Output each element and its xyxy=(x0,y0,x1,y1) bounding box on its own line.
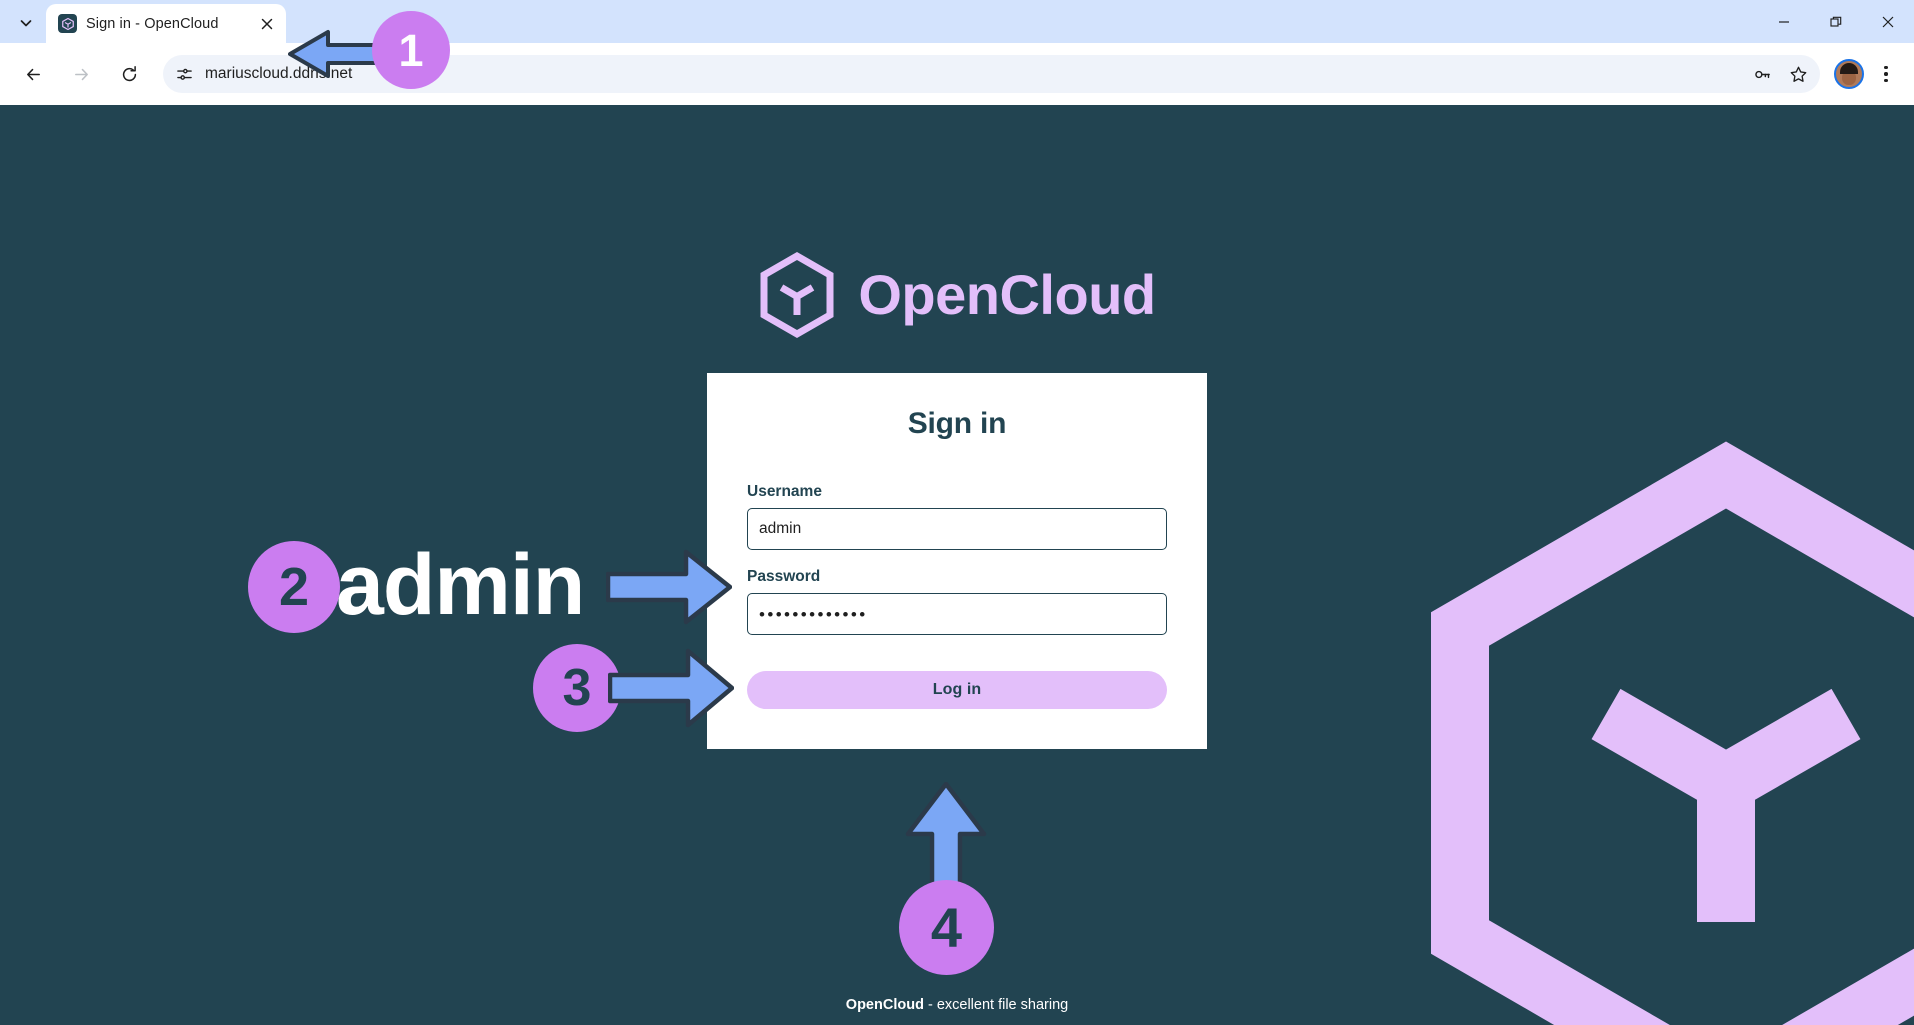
back-arrow-icon xyxy=(26,68,40,80)
url-text[interactable]: mariuscloud.ddns.net xyxy=(205,65,353,82)
tab-search-button[interactable] xyxy=(8,7,44,39)
menu-dot xyxy=(1884,72,1888,76)
window-minimize-button[interactable] xyxy=(1758,0,1810,43)
star-outline-icon xyxy=(1790,66,1806,82)
password-label: Password xyxy=(747,568,821,585)
key-icon xyxy=(1754,70,1770,78)
browser-menu-button[interactable] xyxy=(1868,56,1904,92)
password-input[interactable]: ••••••••••••• xyxy=(747,593,1167,635)
password-manager-button[interactable] xyxy=(1746,58,1778,90)
address-bar[interactable]: mariuscloud.ddns.net xyxy=(163,55,1820,93)
forward-arrow-icon xyxy=(74,68,88,80)
opencloud-hexagon-icon xyxy=(58,14,77,33)
back-button[interactable] xyxy=(15,56,51,92)
restore-icon xyxy=(1830,16,1842,27)
sign-in-card: Sign in Username Password ••••••••••••• … xyxy=(707,373,1207,749)
site-settings-tune-icon[interactable] xyxy=(169,59,199,89)
window-close-button[interactable] xyxy=(1862,0,1914,43)
three-dot-menu-icon xyxy=(1884,65,1888,70)
toolbar-right-actions xyxy=(1822,56,1904,92)
username-input[interactable] xyxy=(747,508,1167,550)
username-label: Username xyxy=(747,483,822,500)
minimize-icon xyxy=(1779,20,1789,23)
password-field-group: Password ••••••••••••• xyxy=(747,568,1167,635)
browser-tab[interactable]: Sign in - OpenCloud xyxy=(46,4,286,43)
reload-icon xyxy=(122,65,136,81)
browser-toolbar: mariuscloud.ddns.net xyxy=(0,43,1914,105)
menu-dot xyxy=(1884,78,1888,83)
tab-title: Sign in - OpenCloud xyxy=(86,15,219,32)
opencloud-hexagon-logo-icon xyxy=(760,251,834,339)
omnibox-actions xyxy=(1746,58,1814,90)
window-restore-button[interactable] xyxy=(1810,0,1862,43)
login-page: OpenCloud Sign in Username Password ••••… xyxy=(0,105,1914,1025)
tab-close-button[interactable] xyxy=(256,13,277,34)
brand-header: OpenCloud xyxy=(758,251,1156,339)
username-field-group: Username xyxy=(747,483,1167,550)
forward-button[interactable] xyxy=(63,56,99,92)
chevron-down-icon xyxy=(20,20,32,27)
page-title: Sign in xyxy=(907,407,1007,440)
page-viewport: OpenCloud Sign in Username Password ••••… xyxy=(0,105,1914,1025)
tab-strip: Sign in - OpenCloud xyxy=(0,0,1914,43)
avatar-hair xyxy=(1840,63,1858,74)
close-icon xyxy=(261,18,272,29)
bookmark-button[interactable] xyxy=(1782,58,1814,90)
page-footer: OpenCloud - excellent file sharing xyxy=(0,997,1914,1013)
brand-name: OpenCloud xyxy=(858,263,1156,326)
profile-avatar-button[interactable] xyxy=(1834,59,1864,89)
footer-brand: OpenCloud xyxy=(845,997,924,1013)
window-controls xyxy=(1758,0,1914,43)
footer-tagline: - excellent file sharing xyxy=(923,997,1069,1013)
login-button[interactable]: Log in xyxy=(747,671,1167,709)
close-icon xyxy=(1882,16,1894,27)
reload-button[interactable] xyxy=(111,56,147,92)
